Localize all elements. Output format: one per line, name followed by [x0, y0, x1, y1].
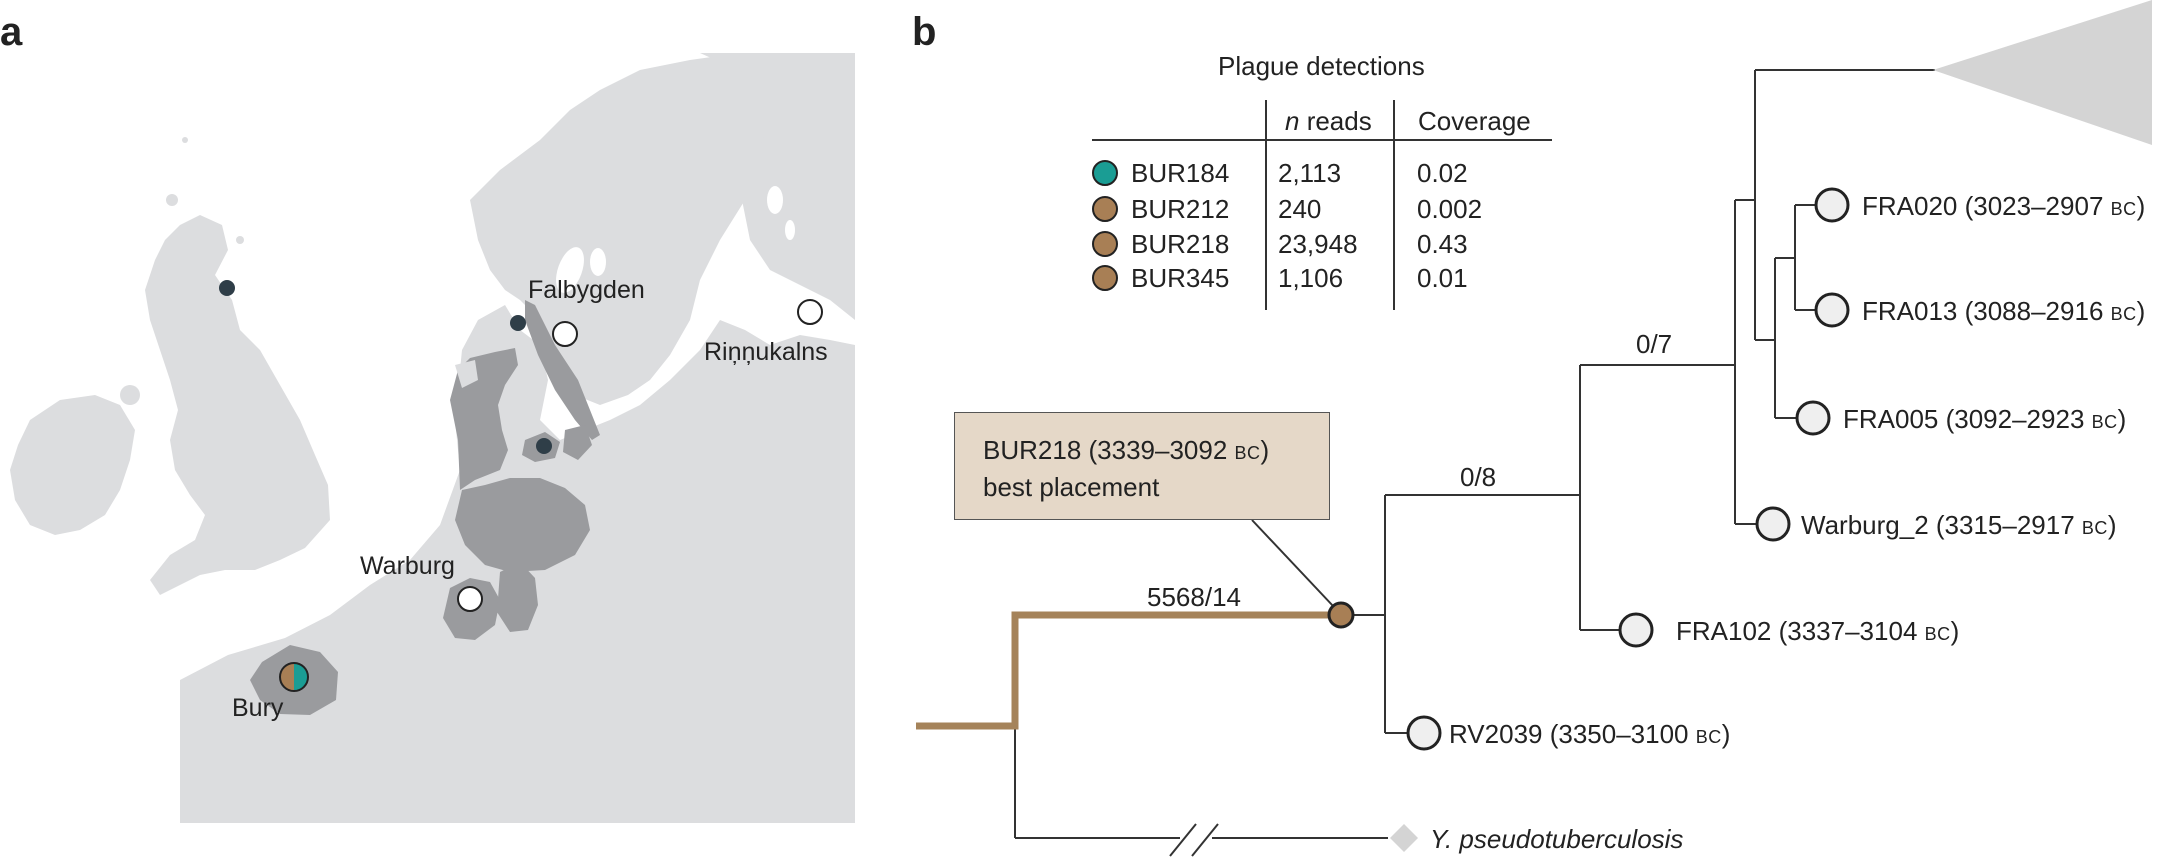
map: [0, 53, 855, 823]
callout-line-1: BUR218 (3339–3092 BC): [983, 435, 1270, 465]
map-land-scandinavia: [470, 53, 800, 405]
map-site-dot: [219, 280, 235, 296]
branch-label-5568-14: 5568/14: [1147, 582, 1241, 612]
panel-label-a: a: [0, 10, 23, 54]
legend-dot-bur218: [1092, 231, 1118, 257]
tip-node-rv2039: [1406, 715, 1442, 751]
legend-dot-bur212: [1092, 196, 1118, 222]
table-header-coverage: Coverage: [1418, 106, 1531, 136]
table-cell-sample: BUR212: [1131, 194, 1230, 224]
table-cell-reads: 240: [1278, 194, 1322, 224]
outgroup-marker: [1390, 824, 1418, 852]
legend-dot-bur345: [1092, 265, 1118, 291]
placement-node-bur218: [1327, 601, 1355, 629]
collapsed-clade: [1933, 0, 2152, 145]
map-site-warburg: [457, 586, 483, 612]
tip-node-fra020: [1814, 187, 1850, 223]
table-cell-sample: BUR218: [1131, 229, 1230, 259]
legend-dot-bur184: [1092, 160, 1118, 186]
tip-label-warburg2: Warburg_2 (3315–2917 BC): [1801, 510, 2117, 540]
tip-label-fra102: FRA102 (3337–3104 BC): [1676, 616, 1960, 646]
map-land-finland: [700, 53, 855, 320]
tip-label-fra013: FRA013 (3088–2916 BC): [1862, 296, 2146, 326]
tip-label-rv2039: RV2039 (3350–3100 BC): [1449, 719, 1731, 749]
callout-best-placement: BUR218 (3339–3092 BC) best placement: [954, 412, 1330, 520]
branch-label-0-8: 0/8: [1460, 462, 1497, 492]
tip-label-fra005: FRA005 (3092–2923 BC): [1843, 404, 2127, 434]
map-site-rinnukalns: [797, 299, 823, 325]
branch-label-0-7: 0/7: [1636, 329, 1673, 359]
map-site-bury: [279, 662, 309, 692]
map-site-dot: [510, 315, 526, 331]
table-cell-coverage: 0.01: [1417, 263, 1468, 293]
table-cell-coverage: 0.02: [1417, 158, 1468, 188]
tip-node-fra102: [1618, 612, 1654, 648]
map-region-northgermany: [455, 478, 590, 572]
table-header-reads: n reads: [1285, 106, 1372, 136]
tip-label-fra020: FRA020 (3023–2907 BC): [1862, 191, 2146, 221]
table-cell-reads: 1,106: [1278, 263, 1344, 293]
table-cell-reads: 2,113: [1278, 158, 1342, 188]
table-cell-coverage: 0.002: [1417, 194, 1483, 224]
table-title: Plague detections: [1218, 51, 1425, 81]
tree-branches: [1014, 69, 1935, 839]
map-site-falbygden: [552, 321, 578, 347]
tip-node-warburg2: [1755, 506, 1791, 542]
panel-label-b: b: [912, 10, 937, 54]
table-cell-coverage: 0.43: [1417, 229, 1468, 259]
map-label-warburg: Warburg: [360, 552, 455, 580]
table-cell-sample: BUR184: [1131, 158, 1230, 188]
map-region-sweden-coast: [525, 300, 600, 440]
map-site-dot: [536, 438, 552, 454]
tip-node-fra013: [1814, 292, 1850, 328]
map-label-falbygden: Falbygden: [528, 276, 645, 304]
table-cell-reads: 23,948: [1278, 229, 1358, 259]
map-land-britain: [145, 215, 330, 595]
branch-break-mark: [1191, 823, 1219, 857]
map-land-ireland: [10, 395, 135, 535]
tip-node-fra005: [1795, 400, 1831, 436]
branch-break-mark: [1169, 823, 1197, 857]
callout-line-2: best placement: [983, 472, 1160, 502]
highlighted-branch: [916, 611, 1330, 730]
map-label-rinnukalns: Riņņukalns: [704, 338, 828, 366]
tip-label-outgroup: Y. pseudotuberculosis: [1430, 824, 1684, 854]
table-cell-sample: BUR345: [1131, 263, 1230, 293]
map-label-bury: Bury: [232, 694, 284, 722]
